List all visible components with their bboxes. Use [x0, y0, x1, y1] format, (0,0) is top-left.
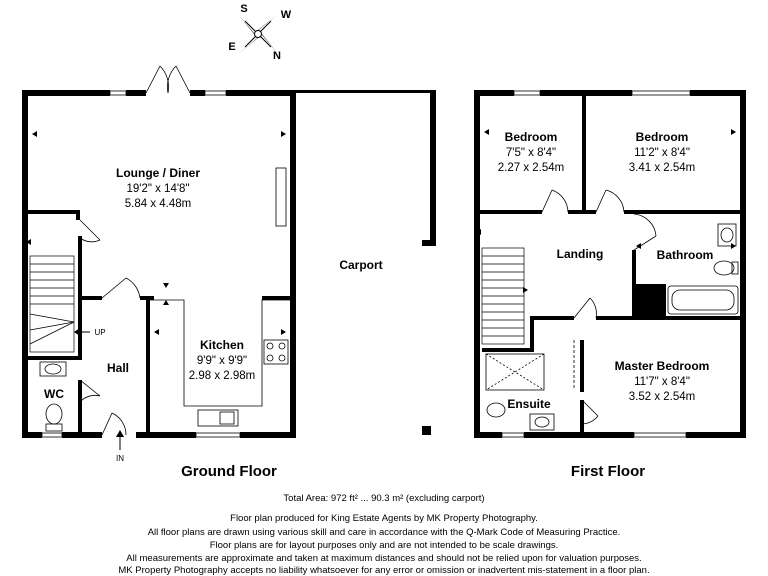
kitchen-sink-icon: [197, 409, 239, 427]
stairs-up-label: UP: [94, 328, 105, 337]
total-area: Total Area: 972 ft² ... 90.3 m² (excludi…: [283, 493, 484, 504]
wall: [568, 210, 582, 214]
wall: [686, 432, 746, 438]
wall: [530, 316, 534, 352]
wall: [580, 400, 584, 434]
wall: [474, 90, 480, 438]
toilet-icon: [713, 260, 735, 276]
wall: [478, 210, 542, 214]
wall: [740, 90, 746, 438]
room-metric: 3.52 x 2.54m: [629, 391, 695, 403]
room-name: WC: [44, 387, 64, 401]
wall: [580, 340, 584, 392]
first-floor-title: First Floor: [571, 463, 645, 480]
shower-icon: [485, 353, 545, 391]
room-name: Lounge / Diner: [116, 166, 200, 180]
room-name: Bathroom: [657, 248, 714, 262]
entrance-arrow-icon: [116, 430, 124, 450]
ground-floor-title: Ground Floor: [181, 463, 277, 480]
room-imperial: 9'9" x 9'9": [197, 355, 247, 367]
compass-n: N: [273, 50, 281, 62]
room-name: Kitchen: [200, 338, 244, 352]
wall: [82, 296, 102, 300]
room-imperial: 19'2" x 14'8": [126, 183, 189, 195]
room-metric: 5.84 x 4.48m: [125, 198, 191, 210]
room-name: Master Bedroom: [615, 359, 710, 373]
wall: [262, 296, 292, 300]
wall: [26, 210, 78, 214]
footer-line: Floor plans are for layout purposes only…: [210, 540, 559, 551]
room-name: Hall: [107, 361, 129, 375]
wall: [690, 90, 746, 96]
carport-outline: [296, 90, 436, 435]
room-name: Ensuite: [507, 397, 551, 411]
wall: [190, 90, 205, 96]
toilet-icon: [45, 403, 63, 425]
staircase: [29, 255, 75, 353]
room-metric: 3.41 x 2.54m: [629, 162, 695, 174]
wall: [632, 250, 636, 318]
room-imperial: 11'7" x 8'4": [634, 376, 690, 388]
first-floor-labels: Bedroom 7'5" x 8'4" 2.27 x 2.54m Bedroom…: [498, 130, 714, 480]
ground-floor-plan: [22, 65, 436, 450]
room-imperial: 7'5" x 8'4": [506, 147, 556, 159]
compass-e: E: [228, 41, 235, 53]
ground-floor-labels: Lounge / Diner 19'2" x 14'8" 5.84 x 4.48…: [44, 166, 383, 480]
room-metric: 2.98 x 2.98m: [189, 370, 255, 382]
footer-notes: Total Area: 972 ft² ... 90.3 m² (excludi…: [118, 493, 649, 576]
up-arrow-icon: [74, 328, 90, 336]
basin-icon: [529, 413, 555, 431]
staircase: [481, 247, 525, 345]
hob-icon: [263, 339, 289, 365]
wall: [290, 90, 296, 438]
wall: [582, 94, 586, 214]
measure-arrows: [26, 131, 286, 335]
compass-w: W: [281, 9, 292, 21]
room-metric: 2.27 x 2.54m: [498, 162, 564, 174]
compass-s: S: [240, 3, 247, 15]
wall: [474, 90, 514, 96]
wall: [136, 432, 196, 438]
french-doors: [145, 65, 191, 94]
wall: [78, 236, 82, 356]
wall: [524, 432, 634, 438]
wall: [636, 284, 666, 316]
wall: [584, 210, 596, 214]
footer-line: All floor plans are drawn using various …: [148, 527, 621, 538]
wall: [22, 432, 42, 438]
wall: [78, 380, 82, 436]
wall: [126, 90, 146, 96]
toilet-icon: [486, 402, 506, 418]
wall: [76, 210, 80, 220]
room-name: Bedroom: [636, 130, 689, 144]
toilet-cistern-icon: [45, 423, 63, 432]
room-imperial: 11'2" x 8'4": [634, 147, 690, 159]
wall: [22, 90, 28, 438]
entrance-label: IN: [116, 454, 124, 463]
footer-line: Floor plan produced for King Estate Agen…: [230, 513, 538, 524]
wall: [240, 432, 296, 438]
footer-line: All measurements are approximate and tak…: [126, 553, 641, 564]
wall: [596, 316, 742, 320]
wall: [474, 432, 502, 438]
first-floor-plan: [474, 90, 746, 438]
wall: [26, 356, 82, 360]
measure-arrows: [476, 129, 736, 293]
wall: [530, 316, 574, 320]
room-name: Carport: [339, 258, 382, 272]
wall: [482, 348, 534, 352]
wc-basin-icon: [39, 361, 67, 377]
room-name: Landing: [557, 247, 604, 261]
room-name: Bedroom: [505, 130, 558, 144]
wall: [624, 210, 742, 214]
basin-icon: [717, 223, 737, 247]
bath-icon: [667, 285, 739, 315]
wall: [22, 90, 110, 96]
wall: [146, 296, 150, 436]
footer-line: MK Property Photography accepts no liabi…: [118, 565, 649, 576]
wall: [540, 90, 632, 96]
wall: [226, 90, 296, 96]
compass-rose-icon: S W E N: [228, 3, 291, 62]
